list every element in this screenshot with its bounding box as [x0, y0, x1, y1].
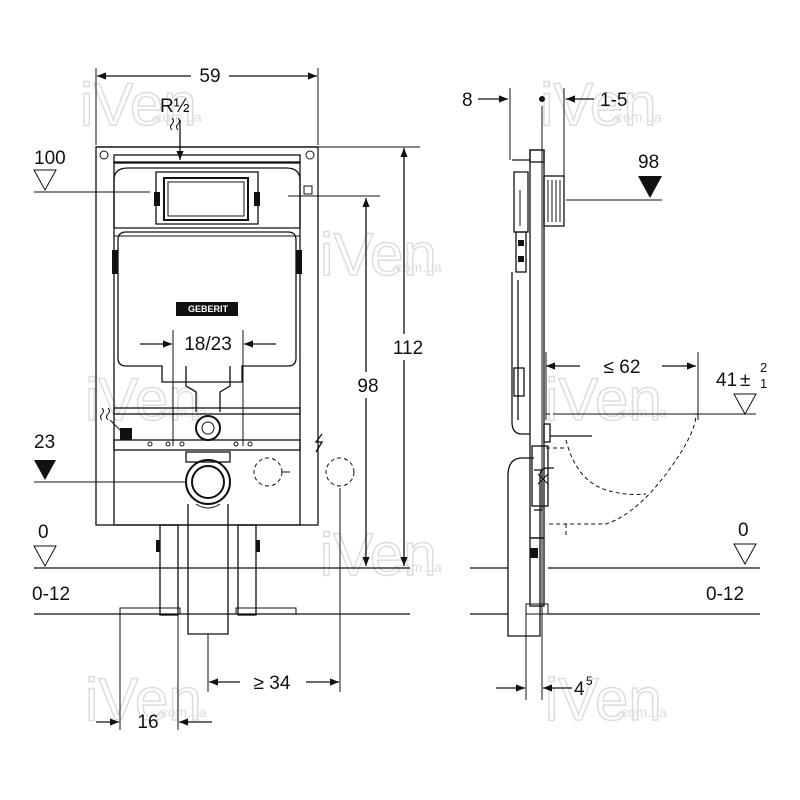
frame-height-dimension: 112	[393, 338, 423, 359]
watermark-logo: iVen	[545, 666, 662, 733]
cistern-level-label: 100	[34, 148, 66, 169]
foot-width-dimension: 16	[137, 712, 158, 733]
drain-level-label: 23	[34, 432, 55, 453]
wall-gap-dimension: 1-5	[600, 90, 627, 111]
watermark-domain: .com.ua	[392, 259, 442, 275]
supply-label: R½	[160, 96, 190, 117]
front-view: 59 R½ GEBERIT 18/23	[32, 64, 428, 733]
watermark-group: iVen .com.ua iVen .com.ua iVen .com.ua i…	[79, 70, 667, 734]
floor-range-label: 0-12	[32, 584, 70, 605]
max-depth-dimension: ≤ 62	[604, 357, 641, 378]
button-level-label: 98	[638, 152, 659, 173]
watermark-logo: iVen	[545, 366, 662, 433]
watermark-domain: .com.ua	[612, 109, 662, 125]
watermark-domain: .com.ua	[157, 404, 207, 420]
foot-depth-superscript: 5	[586, 674, 593, 688]
seat-tolerance-plus: 2	[760, 360, 767, 375]
button-spacing-dimension: 18/23	[184, 334, 232, 355]
watermark-domain: .com.ua	[157, 704, 207, 720]
watermark-logo: iVen	[320, 221, 437, 288]
fixing-height-dimension: 98	[357, 376, 378, 397]
watermark-domain: .com.ua	[152, 109, 202, 125]
seat-height-label: 41	[716, 370, 737, 391]
watermark-logo: iVen	[540, 71, 657, 138]
side-floor-range-label: 0-12	[706, 584, 744, 605]
brand-logo: GEBERIT	[188, 304, 229, 314]
watermark-logo: iVen	[80, 71, 197, 138]
foot-depth-dimension: 4	[574, 679, 585, 700]
watermark-domain: .com.ua	[617, 404, 667, 420]
frame-depth-dimension: 8	[462, 90, 473, 111]
outlet-offset-dimension: ≥ 34	[254, 673, 291, 694]
seat-tolerance-sign: ±	[740, 370, 750, 391]
watermark-domain: .com.ua	[392, 559, 442, 575]
width-dimension: 59	[199, 66, 220, 87]
watermark-logo: iVen	[320, 521, 437, 588]
watermark-logo: iVen	[85, 366, 202, 433]
side-view: 8 1-5 98 ≤ 62 41	[462, 88, 767, 700]
floor-level-label: 0	[38, 522, 49, 543]
seat-tolerance-minus: 1	[760, 376, 767, 391]
side-floor-level-label: 0	[738, 520, 749, 541]
watermark-domain: .com.ua	[617, 704, 667, 720]
